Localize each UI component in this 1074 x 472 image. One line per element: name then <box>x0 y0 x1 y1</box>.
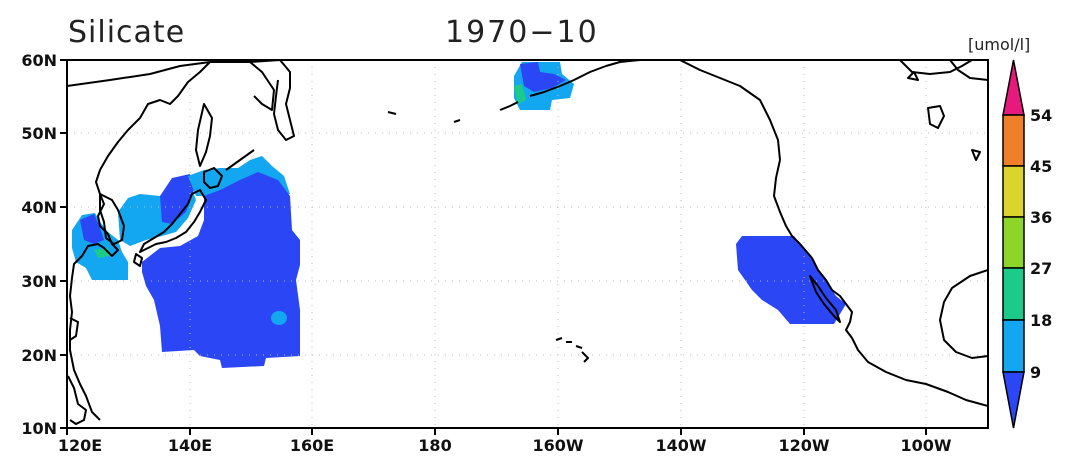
colorbar-bin-45-54 <box>1002 114 1025 167</box>
map-frame <box>66 59 989 429</box>
colorbar-bin-18-27 <box>1002 267 1025 321</box>
colorbar-bin-27-36 <box>1002 216 1025 269</box>
map-title: Silicate <box>68 15 185 50</box>
data-patch-yellow-sea-low <box>80 214 104 244</box>
coastline-japan <box>133 167 223 267</box>
colorbar-label-45: 45 <box>1030 157 1052 176</box>
coastline-baja <box>809 275 841 323</box>
colorbar-label-9: 9 <box>1030 363 1041 382</box>
coastline-gulf-mexico <box>939 269 988 359</box>
coastlines <box>67 60 988 425</box>
coastline-alaska <box>529 60 781 161</box>
coastline-kurils <box>225 149 255 171</box>
data-patch-nw-pacific-mid <box>271 311 287 325</box>
lat-label-20n: 20N <box>21 346 57 365</box>
data-patch-california <box>736 236 846 324</box>
data-layer <box>72 62 846 368</box>
lon-label-160w: 160W <box>532 436 583 455</box>
lat-label-10n: 10N <box>21 419 57 438</box>
lat-label-30n: 30N <box>21 272 57 291</box>
lon-label-100w: 100W <box>900 436 951 455</box>
coastline-korea <box>99 193 125 245</box>
coastline-canada-north <box>899 60 988 161</box>
coastline-hawaii <box>555 337 589 363</box>
colorbar-label-54: 54 <box>1030 106 1052 125</box>
lon-label-140w: 140W <box>655 436 706 455</box>
map-period: 1970−10 <box>445 15 599 50</box>
lat-label-60n: 60N <box>21 51 57 70</box>
coastline-kamchatka <box>273 60 295 141</box>
coastline-taiwan <box>69 317 79 341</box>
coastline-sakhalin <box>195 103 213 167</box>
coastline-north-america <box>773 159 988 407</box>
lat-axis <box>60 59 67 429</box>
coastline-philippines <box>67 375 87 425</box>
coastline-aleutians <box>387 101 519 123</box>
lat-label-50n: 50N <box>21 124 57 143</box>
colorbar-bin-9-18 <box>1002 319 1025 373</box>
data-patch-bering-low <box>520 62 566 92</box>
colorbar <box>1002 59 1025 429</box>
lon-label-140e: 140E <box>168 436 212 455</box>
colorbar-units: [umol/l] <box>968 35 1030 54</box>
lon-axis <box>66 428 927 435</box>
data-patch-bering-high <box>514 84 526 104</box>
data-patch-nw-pacific <box>142 172 300 368</box>
lon-label-120e: 120E <box>58 436 102 455</box>
colorbar-bin-above-54 <box>1002 59 1025 116</box>
coastline-asia <box>67 60 281 421</box>
lon-label-180: 180 <box>418 436 451 455</box>
data-patch-sea-of-japan-low <box>160 174 194 224</box>
colorbar-bin-36-45 <box>1002 165 1025 218</box>
lon-label-120w: 120W <box>778 436 829 455</box>
colorbar-bin-below-9 <box>1002 371 1025 429</box>
colorbar-label-36: 36 <box>1030 208 1052 227</box>
lon-label-160e: 160E <box>290 436 334 455</box>
lat-label-40n: 40N <box>21 198 57 217</box>
colorbar-label-18: 18 <box>1030 311 1052 330</box>
data-patch-okhotsk <box>208 160 254 186</box>
colorbar-label-27: 27 <box>1030 259 1052 278</box>
